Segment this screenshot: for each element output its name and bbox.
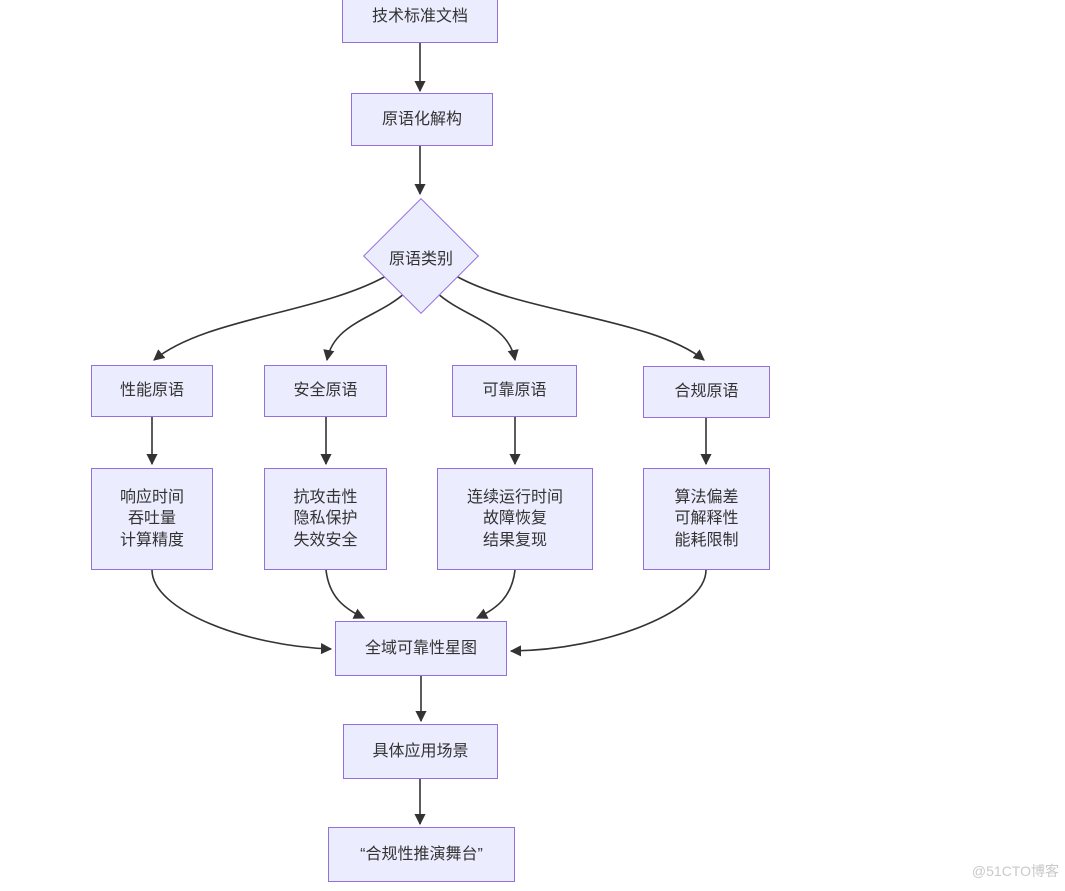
node-label: 原语化解构 [381,110,462,128]
metric-line: 结果复现 [482,531,547,549]
edge-perfdetail-starmap [151,569,333,655]
metric-line: 故障恢复 [482,510,547,528]
node-performance-metrics: 响应时间 吞吐量 计算精度 [91,468,213,570]
metric-line: 隐私保护 [293,510,358,528]
node-security-metrics: 抗攻击性 隐私保护 失效安全 [264,468,387,570]
metric-line: 抗攻击性 [293,488,358,506]
metric-line: 失效安全 [293,531,358,549]
node-primitive-category: 原语类别 [388,251,453,268]
node-label: 合规原语 [674,383,739,401]
node-label: 性能原语 [119,382,184,400]
edge-category-sec [323,291,407,362]
node-application-scenario: 具体应用场景 [343,724,498,779]
edge-category-rel [435,291,519,362]
node-label: “合规性推演舞台” [360,845,483,863]
edge-category-comp [455,275,705,361]
node-compliance-deduction-stage: “合规性推演舞台” [328,827,515,882]
node-reliability-metrics: 连续运行时间 故障恢复 结果复现 [437,468,593,570]
metric-line: 能耗限制 [674,531,739,549]
node-global-reliability-starmap: 全域可靠性星图 [335,621,507,676]
node-label: 全域可靠性星图 [364,639,477,657]
node-compliance-metrics: 算法偏差 可解释性 能耗限制 [643,468,770,570]
edge-compdetail-starmap [509,569,707,657]
node-compliance-primitive: 合规原语 [643,366,770,418]
edge-secdetail-starmap [325,569,366,619]
node-label: 具体应用场景 [372,742,469,760]
51cto-watermark: @51CTO博客 [971,863,1059,879]
node-label: 安全原语 [293,382,358,400]
node-primitive-deconstruction: 原语化解构 [351,93,493,146]
node-tech-standard-doc: 技术标准文档 [342,0,498,43]
metric-line: 可解释性 [674,510,739,528]
edge-reldetail-starmap [475,569,516,619]
node-reliability-primitive: 可靠原语 [452,365,577,417]
metric-line: 算法偏差 [674,488,739,506]
metric-line: 吞吐量 [127,510,176,528]
node-security-primitive: 安全原语 [264,365,387,417]
node-label: 可靠原语 [482,382,547,400]
metric-line: 计算精度 [119,531,184,549]
metric-line: 响应时间 [119,488,184,506]
edge-category-perf [153,275,387,361]
node-label: 技术标准文档 [371,7,468,25]
node-performance-primitive: 性能原语 [91,365,213,417]
metric-line: 连续运行时间 [466,488,563,506]
